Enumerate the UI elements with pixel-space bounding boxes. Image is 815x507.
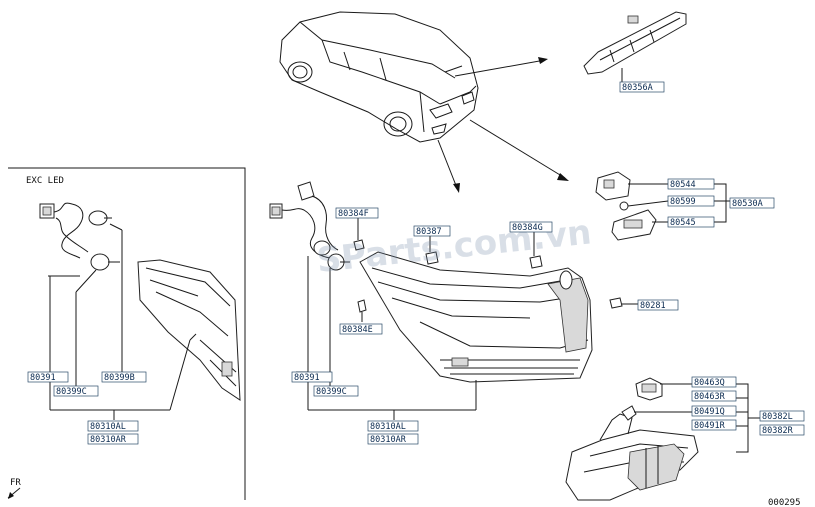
panel-border [8,167,246,500]
part-label-80545[interactable]: 80545 [667,216,715,228]
part-label-text: 80310AR [370,435,407,445]
main-label-80399c[interactable]: 80399C [313,385,359,397]
part-label-text: 80491Q [694,407,725,417]
diagram-code: 000295 [768,498,801,507]
part-label-text: 80384F [338,209,369,219]
left-panel-leaders [48,223,197,420]
part-label-text: 80281 [640,301,666,311]
part-label-text: 80382R [762,426,794,436]
part-label-text: 80356A [622,83,653,93]
part-label-text: 80530A [732,199,763,209]
part-label-80530a[interactable]: 80530A [729,197,775,209]
part-label-text: 80463R [694,392,726,402]
part-label-text: 80463Q [694,378,725,388]
left-panel-lamp [137,259,241,401]
part-label-80384e[interactable]: 80384E [339,323,383,335]
part-label-text: 80399B [104,373,135,383]
part-label-text: 80544 [670,180,696,190]
high-mount-stop-lamp [583,11,687,82]
main-label-80391[interactable]: 80391 [291,371,333,383]
part-label-80356a[interactable]: 80356A [619,81,665,93]
part-label-text: 80382L [762,412,793,422]
main-socket-harness [269,181,350,271]
part-label-text: 80387 [416,227,442,237]
exc-led-panel: EXC LED [8,167,246,500]
part-label-text: 80384E [342,325,373,335]
left-label-80310ar[interactable]: 80310AR [87,433,139,445]
part-label-text: 80384G [512,223,543,233]
part-label-80544[interactable]: 80544 [667,178,715,190]
part-label-text: 80399C [56,387,87,397]
vehicle-illustration [279,11,479,143]
part-label-80463q[interactable]: 80463Q [691,376,737,388]
part-label-text: 80391 [294,373,320,383]
part-label-text: 80545 [670,218,696,228]
part-label-80491q[interactable]: 80491Q [691,405,737,417]
fr-label: FR [10,478,21,488]
part-label-80382r[interactable]: 80382R [759,424,805,436]
rear-reflector-lamp [565,377,760,501]
left-label-80399c[interactable]: 80399C [53,385,99,397]
part-label-80384g[interactable]: 80384G [509,221,553,233]
part-label-80384f[interactable]: 80384F [335,207,379,219]
main-fasteners [353,239,623,313]
left-label-80399b[interactable]: 80399B [101,371,147,383]
section-label: EXC LED [26,176,64,186]
part-label-80463r[interactable]: 80463R [691,390,737,402]
part-label-text: 80491R [694,421,726,431]
front-direction-indicator: FR [7,478,21,499]
callout-arrows [437,57,569,193]
part-label-text: 80399C [316,387,347,397]
license-lamp-group [595,171,730,241]
part-label-text: 80391 [30,373,56,383]
part-label-80281[interactable]: 80281 [637,299,679,311]
fr-arrow-icon [8,492,14,499]
part-label-80599[interactable]: 80599 [667,195,715,207]
part-label-text: 80599 [670,197,696,207]
part-label-text: 80310AR [90,435,127,445]
part-label-text: 80310AL [90,422,126,432]
main-label-80310al[interactable]: 80310AL [367,420,419,432]
left-label-80310al[interactable]: 80310AL [87,420,139,432]
part-label-80382l[interactable]: 80382L [759,410,805,422]
main-label-80310ar[interactable]: 80310AR [367,433,419,445]
main-tail-lamp [359,251,593,383]
part-label-text: 80310AL [370,422,406,432]
part-label-80491r[interactable]: 80491R [691,419,737,431]
left-panel-socket-harness [39,202,120,271]
left-label-80391[interactable]: 80391 [27,371,69,383]
part-label-80387[interactable]: 80387 [413,225,451,237]
